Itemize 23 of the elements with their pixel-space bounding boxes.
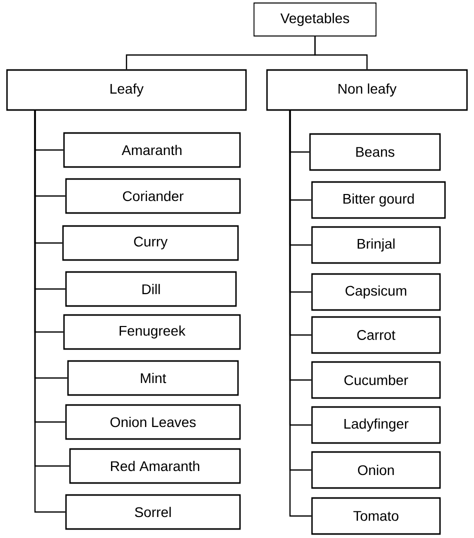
item-box: Tomato bbox=[311, 497, 441, 535]
item-box: Capsicum bbox=[311, 273, 441, 311]
item-box: Mint bbox=[67, 360, 239, 396]
item-box: Coriander bbox=[65, 178, 241, 214]
item-box: Onion bbox=[311, 451, 441, 489]
item-box: Beans bbox=[309, 133, 441, 171]
category-box: Leafy bbox=[6, 69, 247, 111]
item-box: Dill bbox=[65, 271, 237, 307]
item-box: Bitter gourd bbox=[311, 181, 446, 219]
item-box: Sorrel bbox=[65, 494, 241, 530]
item-box: Onion Leaves bbox=[65, 404, 241, 440]
item-box: Curry bbox=[62, 225, 239, 261]
item-box: Brinjal bbox=[311, 226, 441, 264]
item-box: Amaranth bbox=[63, 132, 241, 168]
item-box: Fenugreek bbox=[63, 314, 241, 350]
item-box: Ladyfinger bbox=[311, 406, 441, 444]
item-box: Cucumber bbox=[311, 361, 441, 399]
item-box: Carrot bbox=[311, 316, 441, 354]
item-box: Red Amaranth bbox=[69, 448, 241, 484]
category-box: Non leafy bbox=[266, 69, 468, 111]
category-box: Vegetables bbox=[254, 2, 376, 36]
connector bbox=[34, 110, 66, 513]
connector bbox=[314, 36, 368, 70]
